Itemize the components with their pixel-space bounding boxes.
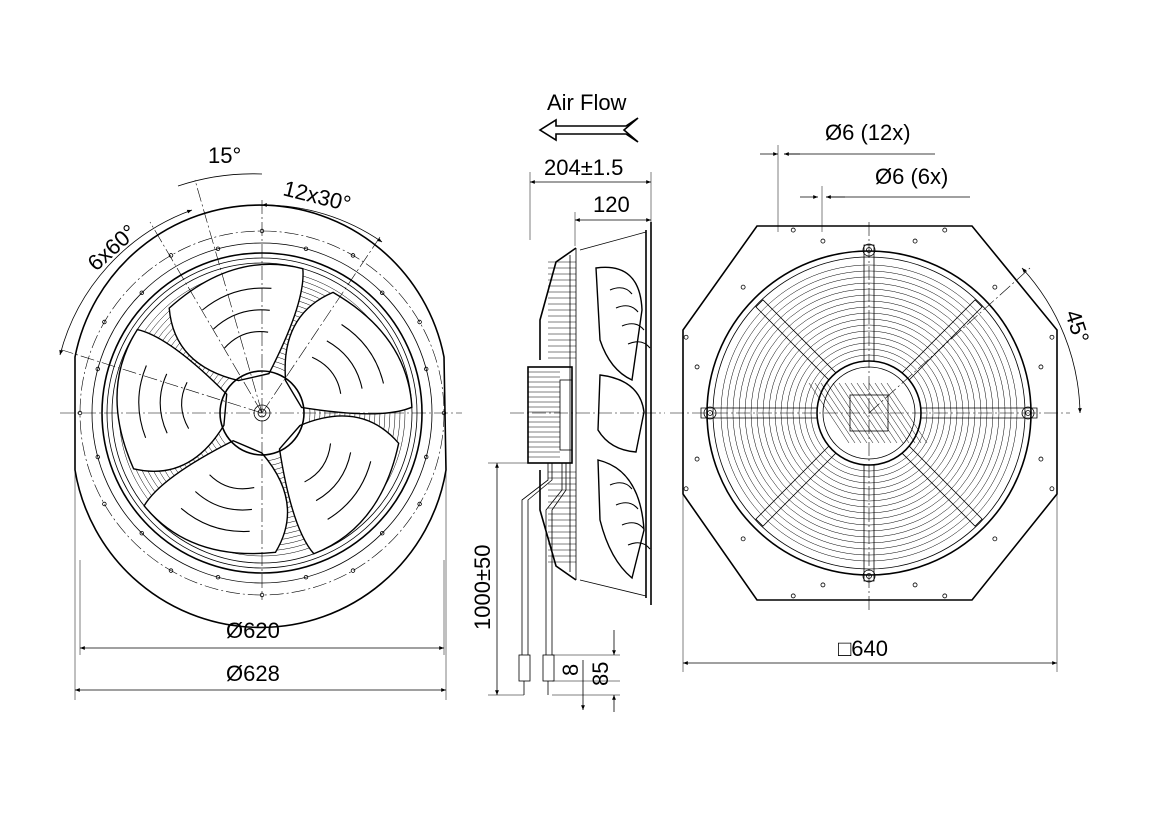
depth-total-label: 204±1.5 <box>544 155 623 180</box>
mounting-hole <box>992 284 998 290</box>
bolt-hole <box>417 319 422 325</box>
bolt-hole <box>215 246 221 251</box>
bolt-hole <box>350 568 356 573</box>
bolt-hole <box>95 366 100 372</box>
diameter-628-label: Ø628 <box>226 661 280 686</box>
front-view <box>59 173 462 629</box>
mounting-hole <box>912 582 918 588</box>
air-flow-label: Air Flow <box>547 90 627 115</box>
bolt-hole <box>350 253 356 258</box>
mounting-hole <box>790 227 796 233</box>
depth-120-label: 120 <box>593 192 630 217</box>
bolt-hole <box>102 501 107 507</box>
square-640-label: □640 <box>838 636 888 661</box>
dim-85-label: 85 <box>588 662 613 686</box>
back-view <box>670 145 1082 672</box>
diameter-620-label: Ø620 <box>226 618 280 643</box>
mounting-hole <box>820 582 826 588</box>
mounting-hole <box>912 238 918 244</box>
mounting-hole <box>1038 456 1044 462</box>
fan-blade-profile <box>595 266 643 382</box>
angle-6x60-label: 6x60° <box>83 219 142 275</box>
dim-8-label: 8 <box>558 664 583 676</box>
bolt-hole <box>95 454 100 460</box>
mounting-hole <box>1038 364 1044 370</box>
bolt-hole <box>139 531 144 536</box>
mounting-hole <box>1049 334 1055 340</box>
mounting-hole <box>820 238 826 244</box>
mounting-hole <box>694 456 700 462</box>
angle-12x30-label: 12x30° <box>281 176 354 217</box>
side-view <box>488 117 665 712</box>
bolt-hole <box>417 501 422 507</box>
mounting-hole <box>992 536 998 542</box>
mounting-hole <box>790 593 796 599</box>
mounting-hole <box>942 593 948 599</box>
mounting-hole <box>740 536 746 542</box>
bolt-hole <box>380 290 385 295</box>
fan-blade-profile <box>597 374 645 453</box>
mounting-hole <box>683 486 689 492</box>
bolt-hole <box>215 575 221 580</box>
hole-6x-label: Ø6 (6x) <box>875 164 948 189</box>
mounting-hole <box>740 284 746 290</box>
fan-blade-profile <box>597 459 645 580</box>
bolt-hole <box>424 454 429 460</box>
fan-blade <box>143 439 289 555</box>
bolt-hole <box>168 568 174 573</box>
bolt-hole <box>303 575 309 580</box>
bolt-hole <box>424 366 429 372</box>
bolt-hole <box>303 246 309 251</box>
hole-12x-label: Ø6 (12x) <box>825 120 911 145</box>
angle-15-label: 15° <box>208 143 241 168</box>
mounting-hole <box>683 334 689 340</box>
fan-blade <box>278 415 400 555</box>
fan-blade <box>284 291 413 415</box>
mounting-hole <box>694 364 700 370</box>
angle-45-label: 45° <box>1060 307 1094 346</box>
mounting-hole <box>942 227 948 233</box>
cable-length-label: 1000±50 <box>470 545 495 631</box>
mounting-hole <box>1049 486 1055 492</box>
bolt-hole <box>380 531 385 536</box>
